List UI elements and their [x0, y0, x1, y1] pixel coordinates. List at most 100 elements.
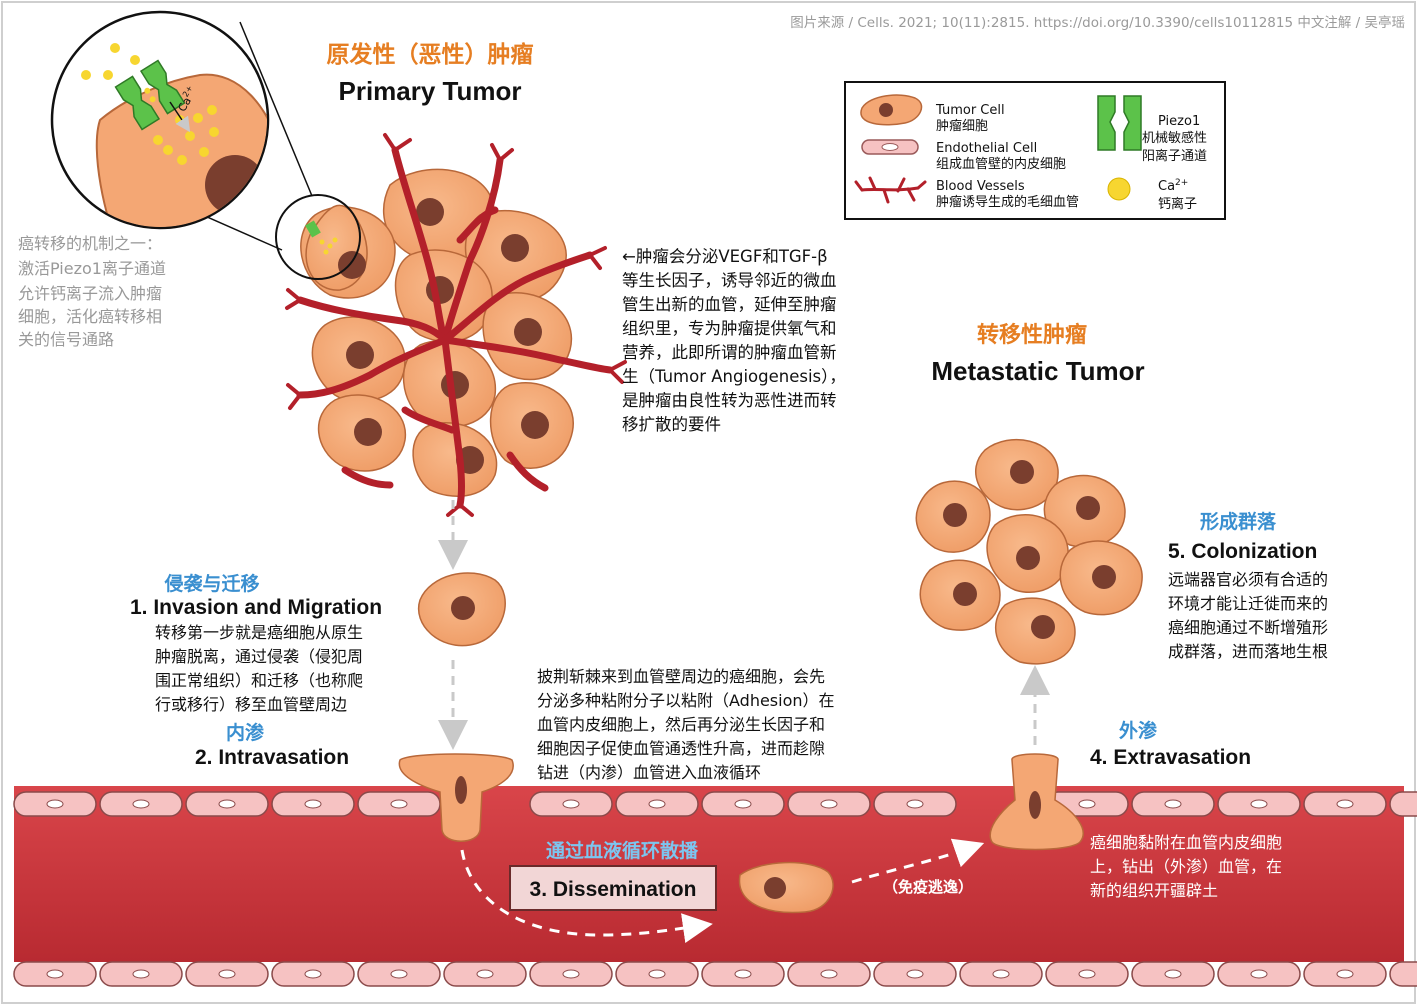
intravasation-title-cn: 内渗: [226, 721, 265, 744]
legend-calcium-icon: [1107, 177, 1131, 201]
legend-blood-vessels-en: Blood Vessels: [936, 179, 1025, 194]
immune-escape-label: （免疫逃逸）: [883, 878, 973, 896]
piezo-note-line: 细胞，活化癌转移相: [18, 307, 162, 326]
legend-blood-vessels-cn: 肿瘤诱导生成的毛细血管: [936, 194, 1079, 210]
piezo-note: 癌转移的机制之一： 激活Piezo1离子通道 允许钙离子流入肿瘤 细胞，活化癌转…: [18, 234, 171, 349]
endothelial-nucleus: [1078, 969, 1096, 979]
legend-tumor-cell-cn: 肿瘤细胞: [936, 118, 988, 134]
tumor-blood-vessels: [296, 146, 614, 509]
angiogenesis-note-line: 组织里，专为肿瘤提供氧气和: [622, 319, 837, 338]
tumor-cell: [412, 422, 498, 497]
angiogenesis-note: ←肿瘤会分泌VEGF和TGF-β 等生长因子，诱导邻近的微血 管生出新的血管，延…: [622, 247, 851, 434]
legend-piezo1-cn1: 机械敏感性: [1142, 130, 1207, 146]
intravasation-title-en: 2. Intravasation: [195, 746, 349, 769]
endothelial-cell: [1389, 791, 1417, 817]
nucleus: [205, 155, 265, 215]
angiogenesis-note-line: 移扩散的要件: [622, 415, 721, 434]
angiogenesis-note-line: 管生出新的血管，延伸至肿瘤: [622, 295, 837, 314]
migrating-tumor-cell: [417, 572, 506, 647]
inset-ca-label: Ca: [175, 95, 193, 114]
invasion-desc: 转移第一步就是癌细胞从原生 肿瘤脱离，通过侵袭（侵犯周 围正常组织）和迁移（也称…: [155, 623, 368, 714]
intravasating-tumor-cell: [398, 753, 514, 842]
piezo-note-line: 关的信号通路: [18, 330, 114, 349]
legend-blood-vessel-icon: [854, 176, 927, 204]
nucleus: [943, 503, 967, 527]
colonization-title-en: 5. Colonization: [1168, 540, 1317, 563]
dissemination-title-en: 3. Dissemination: [530, 878, 697, 901]
endothelial-nucleus: [906, 969, 924, 979]
nucleus: [1010, 460, 1034, 484]
angiogenesis-note-line: 营养，此即所谓的肿瘤血管新: [622, 343, 837, 362]
endothelial-nucleus: [1164, 799, 1182, 809]
top-endothelial-layer: [13, 791, 1417, 817]
legend-tumor-cell-en: Tumor Cell: [935, 103, 1005, 118]
angiogenesis-note-line: ←肿瘤会分泌VEGF和TGF-β: [622, 247, 828, 266]
endothelial-nucleus: [132, 969, 150, 979]
endothelial-nucleus: [734, 969, 752, 979]
endothelial-nucleus: [1250, 799, 1268, 809]
endothelial-nucleus: [820, 969, 838, 979]
endothelial-nucleus: [218, 799, 236, 809]
nucleus: [1016, 546, 1040, 570]
nucleus: [501, 234, 529, 262]
endothelial-nucleus: [390, 799, 408, 809]
nucleus: [514, 318, 542, 346]
dissemination-box: [509, 865, 717, 911]
immune-escape-arrow: [851, 838, 985, 884]
extravasation-desc: 癌细胞黏附在血管内皮细胞 上，钻出（外渗）血管，在 新的组织开疆辟土: [1090, 833, 1287, 900]
endothelial-nucleus: [562, 969, 580, 979]
legend-calcium-en: Ca2+: [1158, 178, 1188, 194]
nucleus: [1031, 615, 1055, 639]
endothelial-nucleus: [304, 799, 322, 809]
endothelial-nucleus: [1078, 799, 1096, 809]
extravasating-tumor-cell: [989, 753, 1084, 851]
primary-tumor-title-cn: 原发性（恶性）肿瘤: [327, 41, 534, 68]
nucleus: [346, 341, 374, 369]
invasion-title-cn: 侵袭与迁移: [163, 572, 259, 595]
primary-tumor-title-en: Primary Tumor: [338, 76, 521, 106]
endothelial-nucleus: [648, 969, 666, 979]
nucleus: [953, 582, 977, 606]
endothelial-cell: [1389, 961, 1417, 987]
legend-piezo1-cn2: 阳离子通道: [1142, 148, 1207, 164]
dissemination-title-cn: 通过血液循环散播: [546, 839, 699, 862]
dissemination-flow-arrow: [460, 849, 713, 943]
endothelial-nucleus: [992, 969, 1010, 979]
source-credit: 图片来源 / Cells. 2021; 10(11):2815. https:/…: [790, 14, 1405, 31]
zoom-inset: Ca2+: [50, 10, 270, 230]
small-piezo-channel: [305, 220, 338, 255]
endothelial-nucleus: [648, 799, 666, 809]
endothelial-nucleus: [734, 799, 752, 809]
piezo-highlight-circle: [275, 194, 361, 280]
nucleus: [354, 418, 382, 446]
legend-calcium-cn: 钙离子: [1158, 196, 1197, 212]
endothelial-nucleus: [390, 969, 408, 979]
bottom-endothelial-layer: [13, 961, 1417, 987]
endothelial-nucleus: [476, 969, 494, 979]
piezo-note-line: 激活Piezo1离子通道: [18, 259, 166, 278]
nucleus: [1076, 496, 1100, 520]
endothelial-nucleus: [218, 969, 236, 979]
nucleus: [1092, 565, 1116, 589]
legend: Tumor Cell 肿瘤细胞 Endothelial Cell 组成血管壁的内…: [844, 81, 1226, 220]
colonization-desc: 远端器官必须有合适的 环境才能让迁徙而来的 癌细胞通过不断增殖形 成群落，进而落…: [1168, 570, 1333, 661]
legend-piezo1-icon: [1097, 95, 1142, 151]
endothelial-nucleus: [1250, 969, 1268, 979]
metastatic-tumor-title-cn: 转移性肿瘤: [977, 322, 1087, 348]
metastatic-tumor-title-en: Metastatic Tumor: [931, 356, 1144, 386]
inset-piezo-channel: [114, 59, 186, 131]
primary-tumor-cluster: [285, 133, 627, 517]
piezo-note-line: 允许钙离子流入肿瘤: [18, 284, 162, 303]
metastatic-tumor-cluster: [915, 438, 1143, 665]
endothelial-nucleus: [1164, 969, 1182, 979]
colonization-title-cn: 形成群落: [1200, 510, 1277, 533]
legend-endothelial-en: Endothelial Cell: [936, 141, 1037, 156]
zoom-line-top: [239, 21, 313, 197]
endothelial-nucleus: [1336, 969, 1354, 979]
angiogenesis-note-line: 是肿瘤由良性转为恶性进而转: [622, 391, 837, 410]
endothelial-nucleus: [1336, 799, 1354, 809]
nucleus: [416, 198, 444, 226]
